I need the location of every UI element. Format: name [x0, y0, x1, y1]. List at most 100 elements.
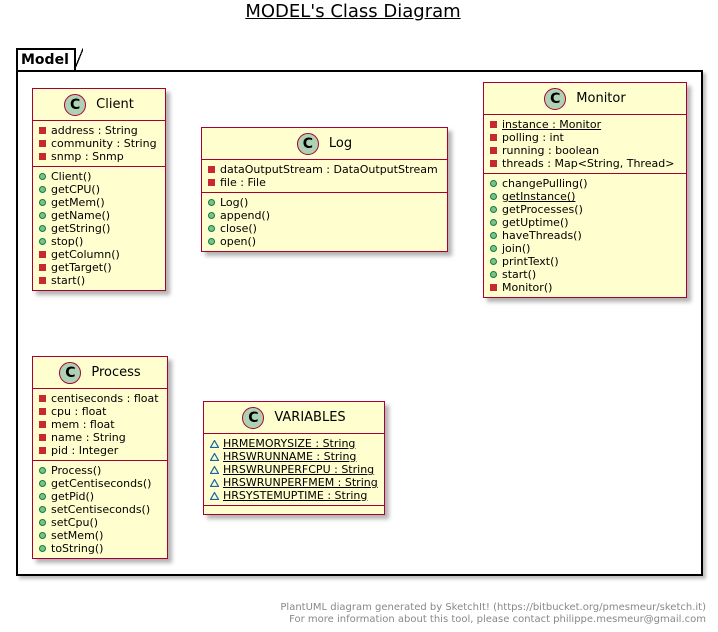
method-text: Monitor()	[502, 281, 553, 294]
class-name: Client	[96, 97, 134, 112]
private-visibility-icon	[208, 179, 215, 186]
method-text: start()	[51, 274, 86, 287]
method-text: Log()	[220, 196, 249, 209]
class-icon: C	[242, 406, 265, 429]
attribute-text: community : String	[51, 137, 157, 150]
method-row: getMem()	[39, 196, 165, 209]
attribute-text: running : boolean	[502, 144, 600, 157]
method-text: haveThreads()	[502, 229, 582, 242]
attribute-row: instance : Monitor	[490, 118, 686, 131]
method-row: close()	[208, 222, 447, 235]
method-section: changePulling()getInstance()getProcesses…	[484, 174, 686, 297]
method-row: setMem()	[39, 529, 167, 542]
public-visibility-icon	[39, 238, 46, 245]
attribute-text: centiseconds : float	[51, 392, 159, 405]
attribute-row: HRSYSTEMUPTIME : String	[210, 489, 384, 502]
public-visibility-icon	[39, 506, 46, 513]
method-row: getName()	[39, 209, 165, 222]
class-name: VARIABLES	[274, 410, 346, 425]
method-text: getPid()	[51, 490, 95, 503]
attribute-row: file : File	[208, 176, 447, 189]
public-visibility-icon	[208, 238, 215, 245]
method-text: printText()	[502, 255, 559, 268]
private-visibility-icon	[39, 127, 46, 134]
private-visibility-icon	[39, 277, 46, 284]
attribute-text: snmp : Snmp	[51, 150, 124, 163]
attribute-text: polling : int	[502, 131, 564, 144]
class-icon: C	[59, 361, 82, 384]
method-row: toString()	[39, 542, 167, 555]
private-visibility-icon	[39, 264, 46, 271]
attribute-text: pid : Integer	[51, 444, 119, 457]
private-visibility-icon	[208, 166, 215, 173]
package-visibility-icon	[210, 465, 219, 474]
class-header: C VARIABLES	[204, 402, 384, 434]
method-row: printText()	[490, 255, 686, 268]
method-text: getInstance()	[502, 190, 576, 203]
attribute-text: file : File	[220, 176, 266, 189]
method-text: Process()	[51, 464, 102, 477]
method-row: Client()	[39, 170, 165, 183]
method-row: getCPU()	[39, 183, 165, 196]
attribute-text: address : String	[51, 124, 138, 137]
method-row: getProcesses()	[490, 203, 686, 216]
attribute-row: snmp : Snmp	[39, 150, 165, 163]
public-visibility-icon	[490, 219, 497, 226]
private-visibility-icon	[39, 408, 46, 415]
method-row: getCentiseconds()	[39, 477, 167, 490]
method-text: Client()	[51, 170, 92, 183]
attribute-text: HRSWRUNPERFMEM : String	[223, 476, 378, 489]
method-row: getString()	[39, 222, 165, 235]
method-section: Process()getCentiseconds()getPid()setCen…	[33, 461, 167, 558]
attribute-row: mem : float	[39, 418, 167, 431]
attribute-row: name : String	[39, 431, 167, 444]
attribute-text: mem : float	[51, 418, 115, 431]
method-row: haveThreads()	[490, 229, 686, 242]
attribute-text: cpu : float	[51, 405, 107, 418]
method-text: changePulling()	[502, 177, 588, 190]
package-visibility-icon	[210, 452, 219, 461]
class-header: C Log	[202, 128, 447, 160]
public-visibility-icon	[39, 493, 46, 500]
method-text: append()	[220, 209, 271, 222]
private-visibility-icon	[39, 395, 46, 402]
method-text: getCentiseconds()	[51, 477, 152, 490]
attribute-text: name : String	[51, 431, 126, 444]
attribute-text: HRSYSTEMUPTIME : String	[223, 489, 368, 502]
public-visibility-icon	[490, 193, 497, 200]
attribute-row: dataOutputStream : DataOutputStream	[208, 163, 447, 176]
method-row: stop()	[39, 235, 165, 248]
class-name: Log	[328, 136, 353, 151]
private-visibility-icon	[39, 447, 46, 454]
method-row: join()	[490, 242, 686, 255]
diagram-title: MODEL's Class Diagram	[245, 1, 461, 22]
class-icon: C	[296, 132, 319, 155]
method-row: getUptime()	[490, 216, 686, 229]
attribute-text: instance : Monitor	[502, 118, 602, 131]
method-text: getName()	[51, 209, 111, 222]
method-text: setCpu()	[51, 516, 99, 529]
package-tab: Model	[16, 48, 83, 70]
method-text: getProcesses()	[502, 203, 583, 216]
package-visibility-icon	[210, 491, 219, 500]
method-row: Log()	[208, 196, 447, 209]
footer-line-1: PlantUML diagram generated by SketchIt! …	[280, 602, 706, 613]
method-text: setMem()	[51, 529, 104, 542]
method-text: getUptime()	[502, 216, 569, 229]
method-row: start()	[39, 274, 165, 287]
attribute-row: cpu : float	[39, 405, 167, 418]
method-text: getTarget()	[51, 261, 112, 274]
public-visibility-icon	[39, 173, 46, 180]
private-visibility-icon	[490, 121, 497, 128]
method-text: open()	[220, 235, 257, 248]
